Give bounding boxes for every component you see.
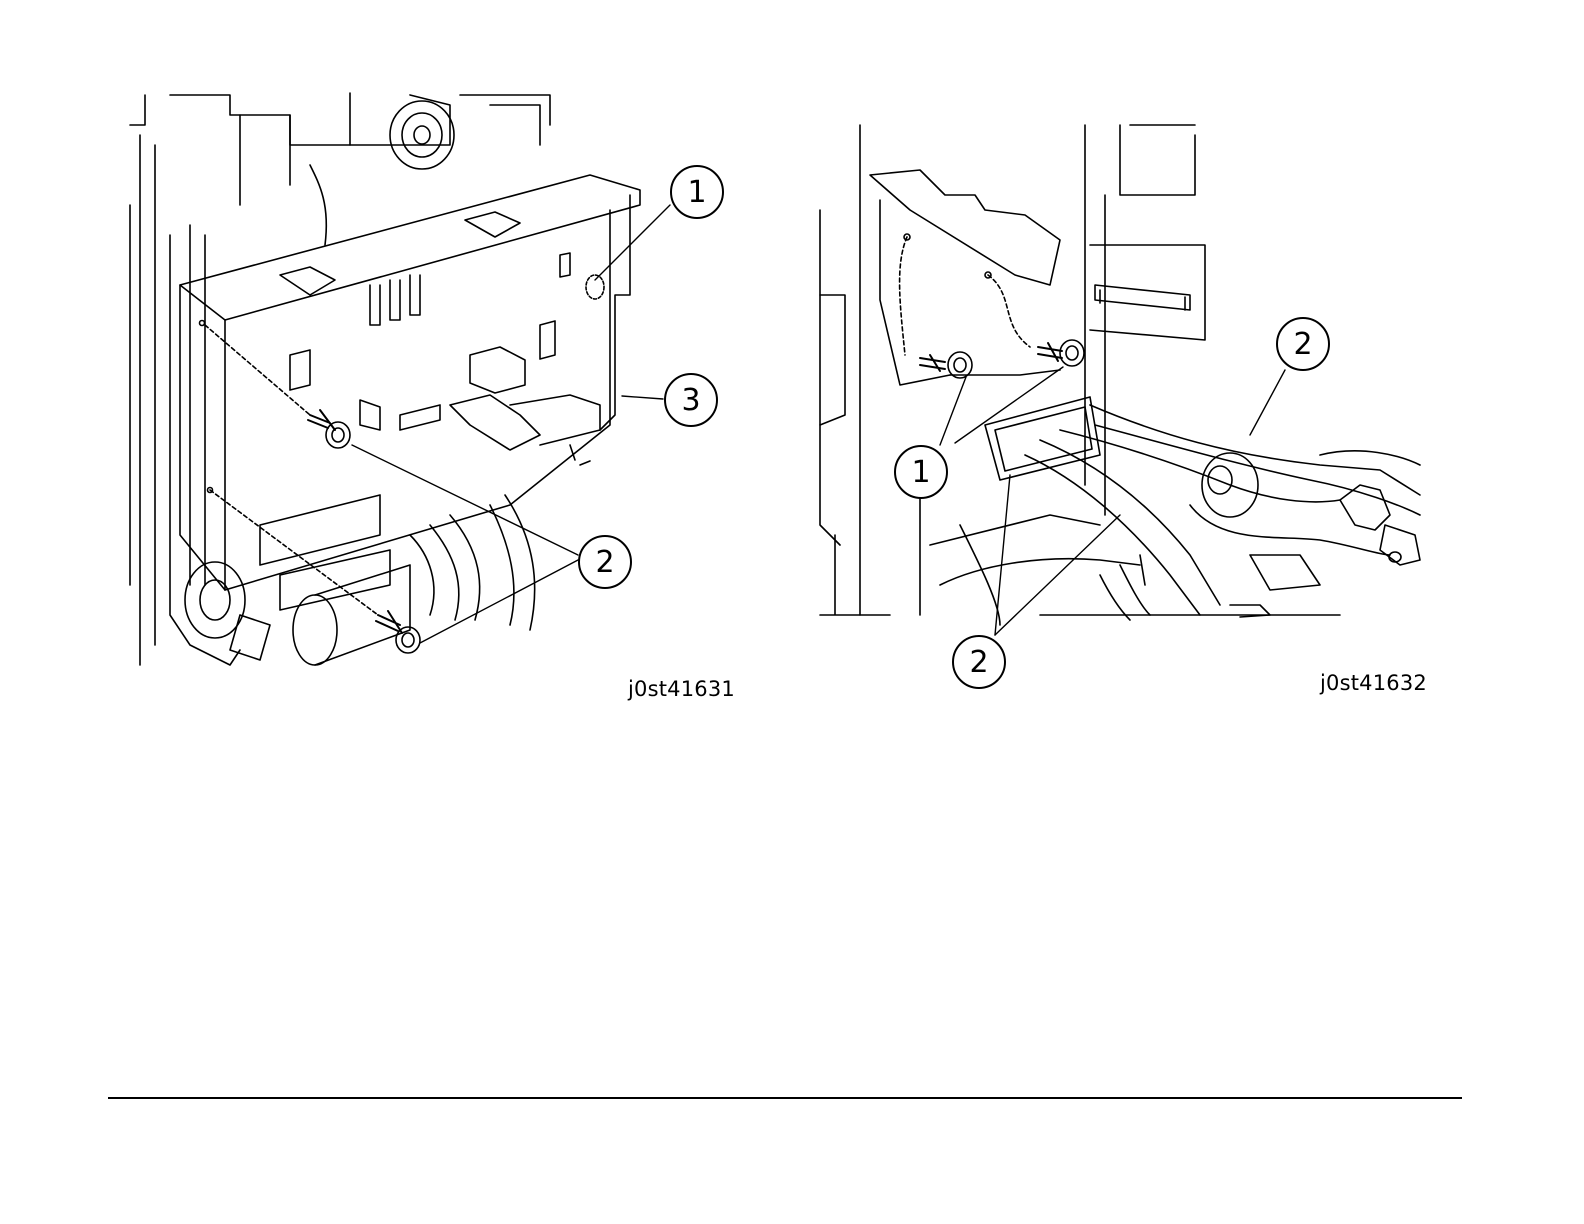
figure-id-label: j0st41632 xyxy=(1320,671,1427,695)
callout-2: 2 xyxy=(578,535,632,589)
figure-j0st41632: 2 1 2 j0st41632 xyxy=(800,85,1460,705)
figure-id-label: j0st41631 xyxy=(628,677,735,701)
callout-1: 1 xyxy=(894,445,948,499)
figure-j0st41631: 1 3 2 j0st41631 xyxy=(110,85,750,705)
callout-2: 2 xyxy=(952,635,1006,689)
frame-removal-illustration xyxy=(110,85,750,705)
callout-1: 1 xyxy=(670,165,724,219)
harness-removal-illustration xyxy=(800,85,1460,705)
callout-3: 3 xyxy=(664,373,718,427)
footer-divider xyxy=(108,1097,1462,1099)
callout-2: 2 xyxy=(1276,317,1330,371)
